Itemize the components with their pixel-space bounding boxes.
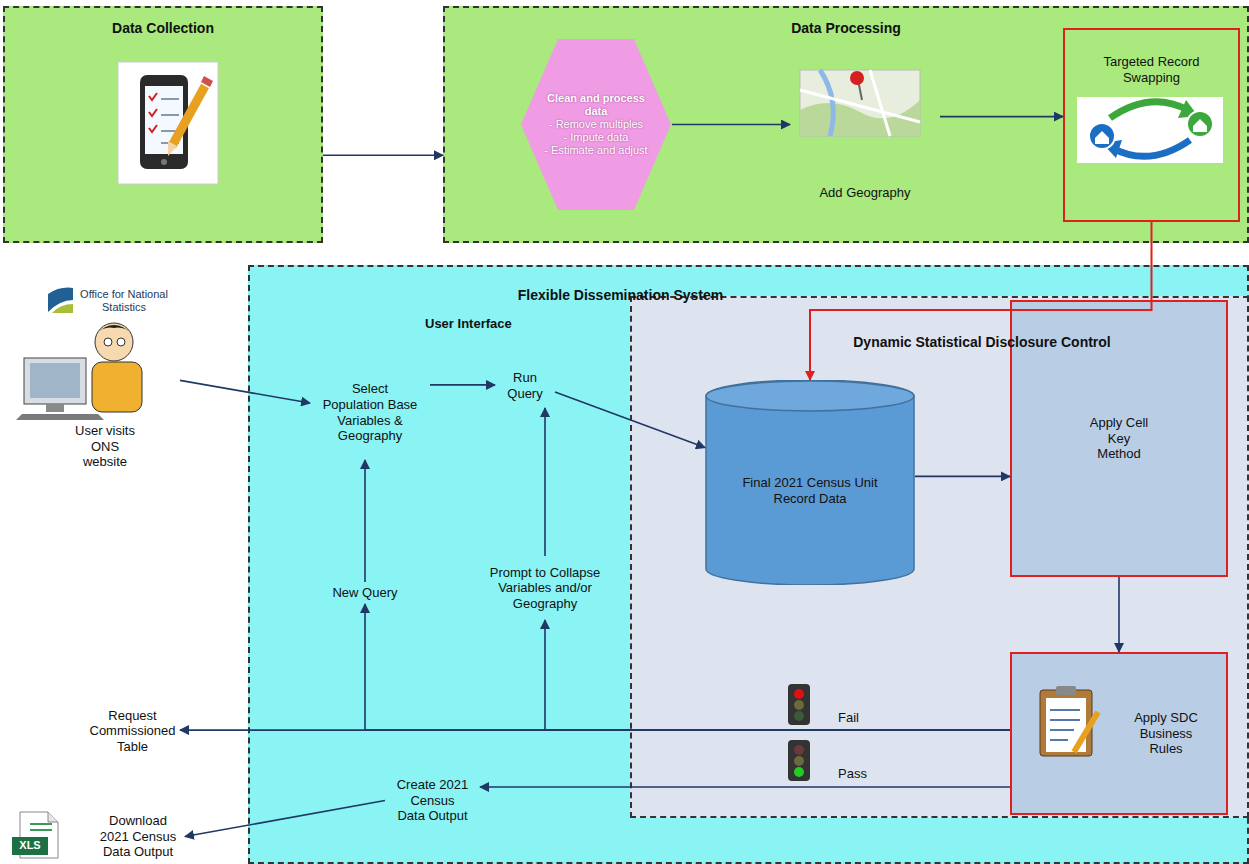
node-text: Prompt to Collapse Variables and/or Geog…	[486, 565, 604, 612]
cylinder-body	[706, 380, 914, 585]
node-text: New Query	[332, 585, 397, 601]
ui-step: Create 2021 Census Data Output	[385, 774, 480, 827]
node-text: Apply SDC Business Rules	[1130, 710, 1202, 757]
file-badge-text: XLS	[12, 839, 48, 852]
node-text: Flexible Dissemination System	[518, 287, 723, 304]
rules-box: Apply SDC Business Rules	[1010, 652, 1228, 815]
flow-arrow	[323, 155, 443, 157]
status-label: Fail	[838, 710, 859, 726]
node-text: Request Commissioned Table	[88, 708, 178, 755]
stage-band: Data Collection	[3, 6, 323, 243]
database-cylinder: Final 2021 Census Unit Record Data	[705, 380, 915, 585]
ui-step: New Query	[320, 582, 410, 604]
swap-box: Targeted Record Swapping	[1063, 28, 1240, 222]
status-label: Pass	[838, 766, 867, 782]
geography-step: Add Geography	[790, 68, 940, 203]
system-band: Flexible Dissemination SystemSelect Popu…	[248, 265, 1249, 864]
ons-logo	[48, 288, 73, 313]
download-step: Download 2021 Census Data Output	[10, 810, 185, 863]
node-text: Data Processing	[791, 20, 901, 37]
phone-icon	[118, 62, 218, 184]
map-icon	[800, 70, 920, 136]
cylinder-top	[706, 381, 914, 411]
stage-band: Data ProcessingClean and process data- R…	[443, 6, 1249, 243]
node-text: Data Collection	[112, 20, 214, 37]
xls-file-icon	[12, 812, 58, 858]
ui-step: Run Query	[495, 368, 555, 408]
traffic-light-pass	[788, 740, 810, 781]
node-text: Create 2021 Census Data Output	[395, 777, 470, 824]
user-actor: User visits ONS website	[30, 330, 180, 470]
node-text: Targeted Record Swapping	[1100, 54, 1204, 85]
section-title: User Interface	[425, 316, 512, 332]
node-text: Run Query	[495, 370, 555, 401]
traffic-light-fail	[788, 684, 810, 725]
node-text: - Remove multiples	[549, 118, 643, 131]
node-text: Apply Cell Key Method	[1089, 415, 1149, 462]
sdc-band: Dynamic Statistical Disclosure ControlFi…	[630, 296, 1249, 818]
node-text: User visits ONS website	[69, 423, 141, 470]
user-icon	[16, 323, 142, 420]
node-text: Add Geography	[819, 185, 910, 201]
node-text: Select Population Base Variables & Geogr…	[320, 381, 420, 443]
ui-step: Select Population Base Variables & Geogr…	[310, 365, 430, 460]
node-text: Final 2021 Census Unit Record Data	[740, 475, 880, 506]
ui-step: Prompt to Collapse Variables and/or Geog…	[470, 556, 620, 620]
node-text: - Impute data	[564, 131, 629, 144]
node-text: Dynamic Statistical Disclosure Control	[853, 334, 1111, 351]
output-step: Request Commissioned Table	[85, 703, 180, 759]
node-text: Clean and process data	[542, 92, 650, 118]
swap-icon	[1077, 97, 1223, 163]
node-text: Download 2021 Census Data Output	[93, 813, 183, 860]
node-text: - Estimate and adjust	[544, 144, 647, 157]
process-hexagon: Clean and process data- Remove multiples…	[520, 38, 672, 211]
clipboard-icon	[1040, 686, 1098, 756]
hexagon-shape	[521, 39, 671, 210]
logo-text: Office for National Statistics	[76, 288, 172, 314]
